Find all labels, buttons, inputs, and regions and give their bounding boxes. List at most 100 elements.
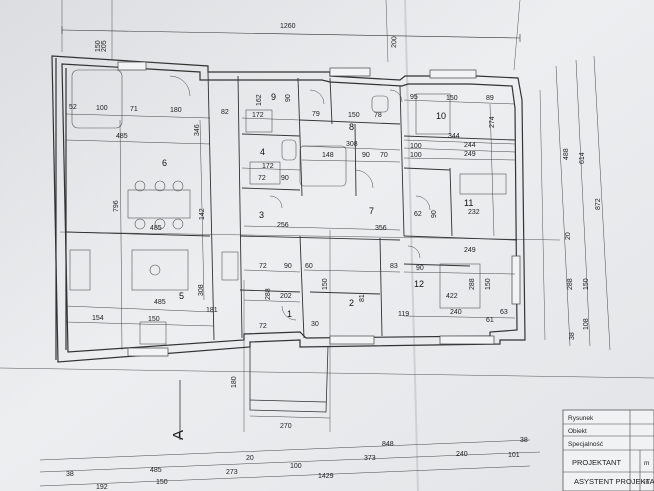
- dim-52: 52: [69, 104, 77, 111]
- dim-mid-vertical: 142: [199, 208, 206, 220]
- dim-422: 422: [446, 293, 458, 300]
- dim-95: 95: [410, 94, 418, 101]
- title-projektant: PROJEKTANT: [572, 458, 621, 467]
- dim-89: 89: [486, 95, 494, 102]
- dim-288-r12: 288: [469, 278, 476, 290]
- dim-bottom-38: 38: [66, 471, 74, 478]
- dim-79: 79: [312, 111, 320, 118]
- dim-90-hall: 90: [281, 175, 289, 182]
- dim-overall-bottom: 1429: [318, 473, 334, 480]
- dim-308: 308: [346, 141, 358, 148]
- dim-119: 119: [398, 311, 409, 318]
- dim-232: 232: [468, 209, 480, 216]
- dim-162: 162: [256, 94, 263, 106]
- dim-488: 488: [563, 148, 570, 160]
- window-tag-left-2: 205: [101, 40, 108, 52]
- dim-288-right: 288: [567, 278, 574, 290]
- dimension-labels: 52 100 71 180 82 485 346 485 796 142 485…: [66, 94, 602, 491]
- dim-entrance-width: 270: [280, 423, 292, 430]
- room-label-8: 8: [349, 122, 354, 132]
- dim-room6-inner: 485: [150, 225, 162, 232]
- dim-150-r8: 150: [348, 112, 360, 119]
- top-dimension: [61, 26, 521, 42]
- furniture: [69, 69, 507, 345]
- dim-90-r11: 90: [431, 210, 438, 218]
- windows: [117, 61, 521, 357]
- dim-244: 244: [464, 142, 476, 149]
- room-label-10: 10: [436, 111, 446, 121]
- room-label-9: 9: [271, 92, 276, 102]
- dim-corridor-256: 256: [277, 222, 289, 229]
- dim-bottom-240: 240: [456, 451, 468, 458]
- door-swings: [169, 75, 431, 321]
- dim-63: 63: [500, 309, 508, 316]
- dimension-lines: [39, 55, 611, 487]
- dim-150-s: 150: [322, 278, 329, 290]
- room-label-3: 3: [259, 210, 264, 220]
- title-block: Rysunek Obiekt Specjalność PROJEKTANT AS…: [562, 409, 654, 491]
- dim-71: 71: [130, 106, 138, 113]
- title-rysunek: Rysunek: [568, 415, 594, 422]
- room-label-12: 12: [414, 279, 424, 289]
- dim-bottom-100: 100: [290, 463, 302, 470]
- dim-249-r12: 249: [464, 247, 476, 254]
- dim-72b: 72: [259, 323, 267, 330]
- dim-83: 83: [390, 263, 398, 270]
- dim-bottom-101: 101: [508, 452, 520, 459]
- dim-181: 181: [206, 307, 218, 314]
- dim-81: 81: [359, 294, 366, 302]
- dim-72c: 72: [258, 175, 266, 182]
- dim-72: 72: [259, 263, 267, 270]
- dim-room6-width: 485: [116, 133, 128, 140]
- dim-100-r10b: 100: [410, 152, 422, 159]
- room-label-5: 5: [179, 291, 184, 301]
- dim-172a: 172: [252, 112, 264, 119]
- dim-150: 150: [148, 316, 160, 323]
- dim-274: 274: [489, 116, 496, 128]
- room-label-1: 1: [287, 309, 292, 319]
- dim-90-bath: 90: [285, 94, 292, 102]
- dim-room6-depth: 346: [194, 124, 201, 136]
- room-label-2: 2: [349, 298, 354, 308]
- dim-90-r12: 90: [416, 265, 424, 272]
- dim-240: 240: [450, 309, 462, 316]
- room-label-4: 4: [260, 147, 265, 157]
- dim-bottom-192: 192: [96, 484, 108, 491]
- dim-entrance-depth: 180: [231, 376, 238, 388]
- paper-fold: [404, 0, 419, 491]
- dim-room5-height: 308: [198, 284, 205, 296]
- dim-90-r7: 90: [362, 152, 370, 159]
- room-label-7: 7: [369, 206, 374, 216]
- dim-62: 62: [414, 211, 422, 218]
- dim-room5-width: 485: [154, 299, 166, 306]
- dim-100-r10: 100: [410, 143, 422, 150]
- dim-344: 344: [448, 133, 460, 140]
- entrance-porch: [249, 345, 329, 413]
- room-label-11: 11: [464, 198, 473, 208]
- dim-82: 82: [221, 109, 229, 116]
- dim-corridor-356: 356: [375, 225, 387, 232]
- dim-bottom-273: 273: [226, 469, 238, 476]
- dim-38-right: 38: [569, 332, 576, 340]
- dim-172b: 172: [262, 163, 274, 170]
- dim-100: 100: [96, 105, 108, 112]
- room-labels: 6 5 3 4 9 8 7 10 11 12 2 1: [162, 92, 473, 319]
- dim-614: 614: [579, 152, 586, 164]
- dim-61: 61: [486, 317, 494, 324]
- section-marker-a: A: [170, 430, 187, 440]
- dim-249: 249: [464, 151, 476, 158]
- dim-60: 60: [305, 263, 313, 270]
- dim-bottom-150: 150: [156, 479, 168, 486]
- dim-872: 872: [595, 198, 602, 210]
- dim-bottom-38b: 38: [520, 437, 528, 444]
- title-specjalnosc: Specjalność: [568, 441, 604, 448]
- title-asystent-value: in: [644, 479, 649, 486]
- dim-78: 78: [374, 112, 382, 119]
- dim-202: 202: [280, 293, 292, 300]
- title-obiekt: Obiekt: [568, 428, 587, 435]
- dim-overall-top: 1260: [280, 23, 296, 30]
